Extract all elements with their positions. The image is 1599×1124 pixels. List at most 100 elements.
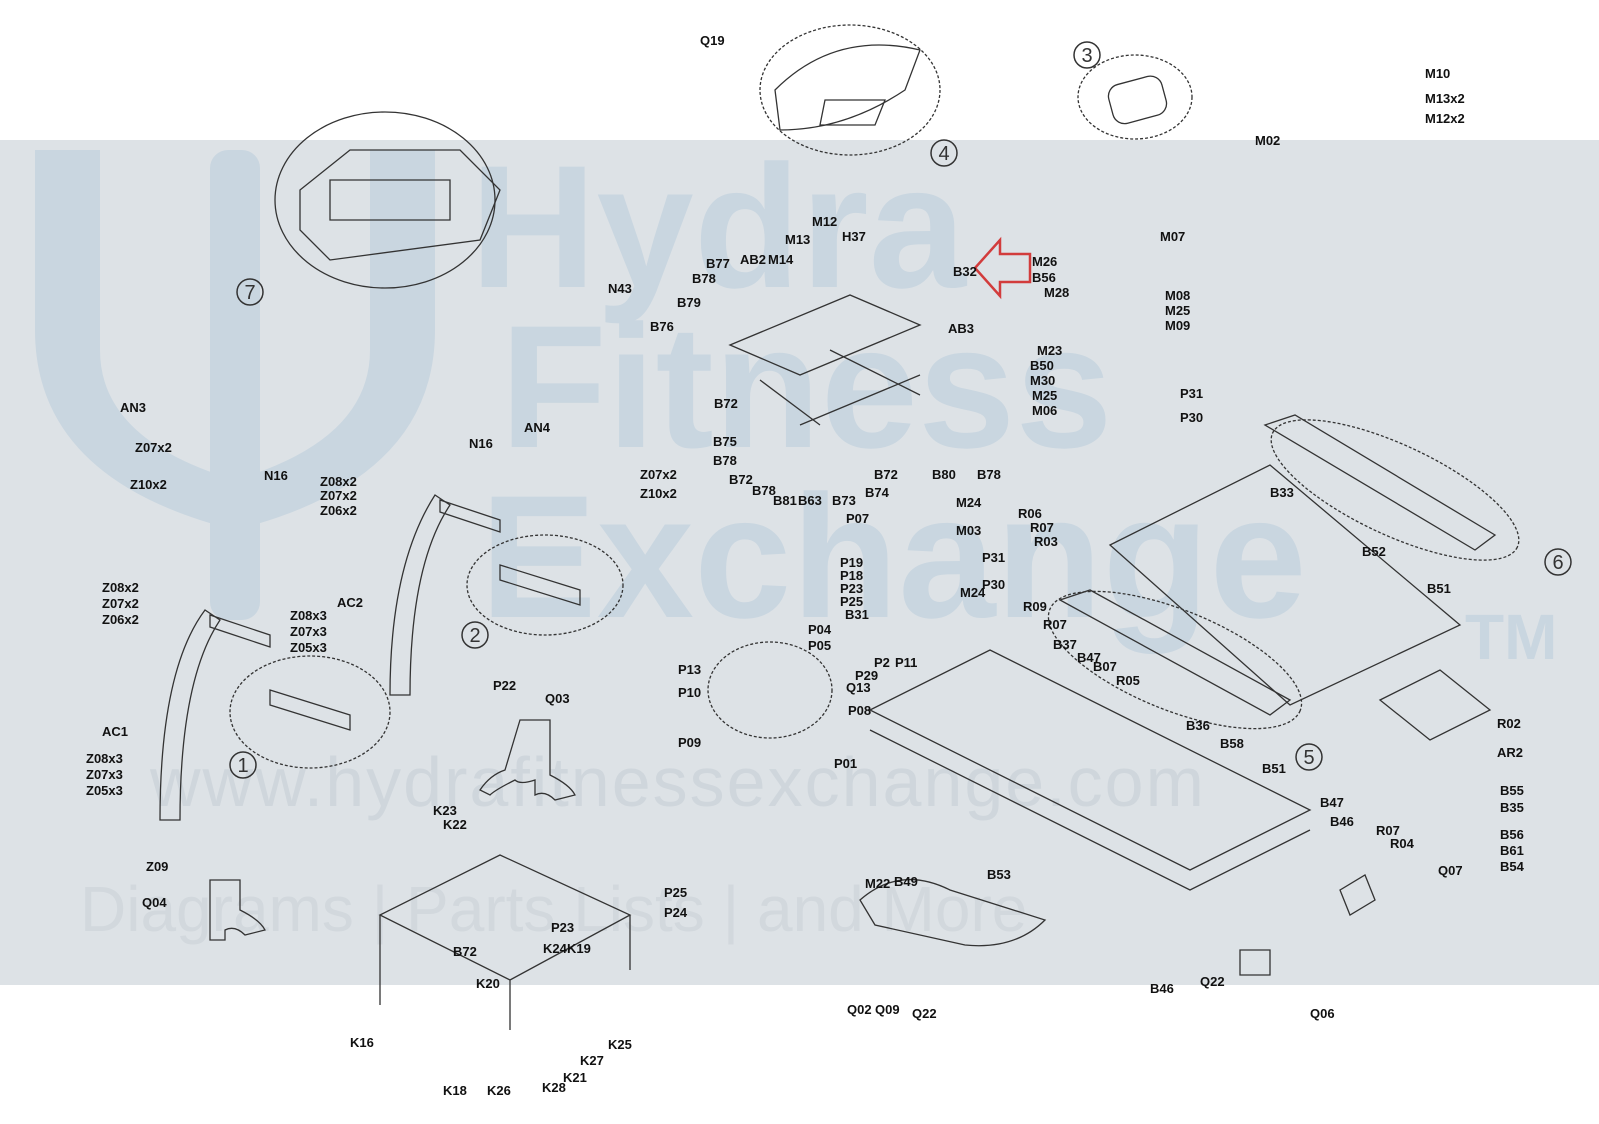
- running-belt: [1378, 669, 1492, 741]
- part-label: B51: [1262, 761, 1286, 776]
- part-label: N43: [608, 281, 632, 296]
- callout-number: 6: [1552, 552, 1563, 574]
- side-rail-6: [1263, 414, 1497, 551]
- callout-3: 3: [1073, 41, 1101, 69]
- part-label: P31: [982, 550, 1005, 565]
- callout-circle: [1544, 548, 1572, 576]
- base-frame: [378, 854, 632, 1030]
- callout-number: 2: [469, 625, 480, 647]
- callout-5: 5: [1295, 743, 1323, 771]
- front-cover: [859, 879, 1047, 947]
- part-label: B46: [1330, 814, 1354, 829]
- part-label: K22: [443, 817, 467, 832]
- part-label: M06: [1032, 403, 1057, 418]
- part-label: M13: [785, 232, 810, 247]
- part-label: B32: [953, 264, 977, 279]
- end-cap-q07: [1339, 874, 1376, 916]
- part-label: AC2: [337, 595, 363, 610]
- part-label: Z07x3: [86, 767, 123, 782]
- part-label: B77: [706, 256, 730, 271]
- part-label: B53: [987, 867, 1011, 882]
- watermark-hydra: Hydra: [470, 130, 967, 325]
- part-label: K24: [543, 941, 568, 956]
- part-label: N16: [264, 468, 288, 483]
- part-label: K19: [567, 941, 591, 956]
- part-label: Z07x2: [640, 467, 677, 482]
- part-label: B47: [1320, 795, 1344, 810]
- part-label: P23: [551, 920, 574, 935]
- part-label: B35: [1500, 800, 1524, 815]
- callout-circle: [930, 139, 958, 167]
- watermark-url: www.hydrafitnessexchange.com: [150, 743, 1206, 821]
- part-label: K27: [580, 1053, 604, 1068]
- part-label: M26: [1032, 254, 1057, 269]
- callout-circle: [229, 751, 257, 779]
- part-label: R05: [1116, 673, 1140, 688]
- part-label: R09: [1023, 599, 1047, 614]
- callout-number: 7: [244, 282, 255, 304]
- part-label: B76: [650, 319, 674, 334]
- part-label: Z08x2: [320, 474, 357, 489]
- part-label: B37: [1053, 637, 1077, 652]
- part-label: M23: [1037, 343, 1062, 358]
- part-label: K20: [476, 976, 500, 991]
- part-label: Z09: [146, 859, 168, 874]
- deck-frame: [868, 649, 1312, 871]
- part-label: B80: [932, 467, 956, 482]
- part-label: P23: [840, 581, 863, 596]
- part-label: M03: [956, 523, 981, 538]
- part-label: R06: [1018, 506, 1042, 521]
- part-label: M22: [865, 876, 890, 891]
- part-label: R03: [1034, 534, 1058, 549]
- part-label: B56: [1500, 827, 1524, 842]
- part-label: AB2: [740, 252, 766, 267]
- part-label: R04: [1390, 836, 1415, 851]
- callout-circle: [1295, 743, 1323, 771]
- part-label: H37: [842, 229, 866, 244]
- part-label: P30: [982, 577, 1005, 592]
- part-label: Z07x3: [290, 624, 327, 639]
- part-label: P19: [840, 555, 863, 570]
- part-label: B72: [714, 396, 738, 411]
- motor-hood-shape: [774, 44, 921, 131]
- highlight-arrow-icon: [973, 236, 1032, 300]
- detail-bubble-side-rail-5: [1047, 590, 1303, 730]
- part-label: Z07x2: [102, 596, 139, 611]
- upright-left: [159, 609, 221, 821]
- part-label: Q06: [1310, 1006, 1335, 1021]
- part-label: P01: [834, 756, 857, 771]
- part-label: B49: [894, 874, 918, 889]
- callout-circle: [461, 621, 489, 649]
- part-label: M08: [1165, 288, 1190, 303]
- part-label: P24: [664, 905, 688, 920]
- part-label: R07: [1376, 823, 1400, 838]
- part-label: R02: [1497, 716, 1521, 731]
- part-label: P30: [1180, 410, 1203, 425]
- support-q03: [479, 719, 576, 801]
- part-label: M07: [1160, 229, 1185, 244]
- part-label: N16: [469, 436, 493, 451]
- part-label: Q09: [875, 1002, 900, 1017]
- part-label: P2: [874, 655, 890, 670]
- part-label: B78: [977, 467, 1001, 482]
- part-label: B63: [798, 493, 822, 508]
- side-rail-5: [1058, 589, 1292, 716]
- part-label: M28: [1044, 285, 1069, 300]
- part-label: AN3: [120, 400, 146, 415]
- callout-7: 7: [236, 278, 264, 306]
- part-label: Z10x2: [640, 486, 677, 501]
- part-label: B81: [773, 493, 797, 508]
- support-q04: [209, 879, 266, 941]
- callout-number: 5: [1303, 747, 1314, 769]
- detail-bubble-hood: [759, 24, 941, 156]
- part-label: P22: [493, 678, 516, 693]
- watermark-exchange: Exchange: [480, 460, 1307, 655]
- deck-board: [1108, 464, 1462, 706]
- console-shape: [299, 149, 501, 261]
- part-label: B47: [1077, 650, 1101, 665]
- watermark-band: [0, 140, 1599, 985]
- end-cap-q06: [1239, 949, 1271, 976]
- part-label: B73: [832, 493, 856, 508]
